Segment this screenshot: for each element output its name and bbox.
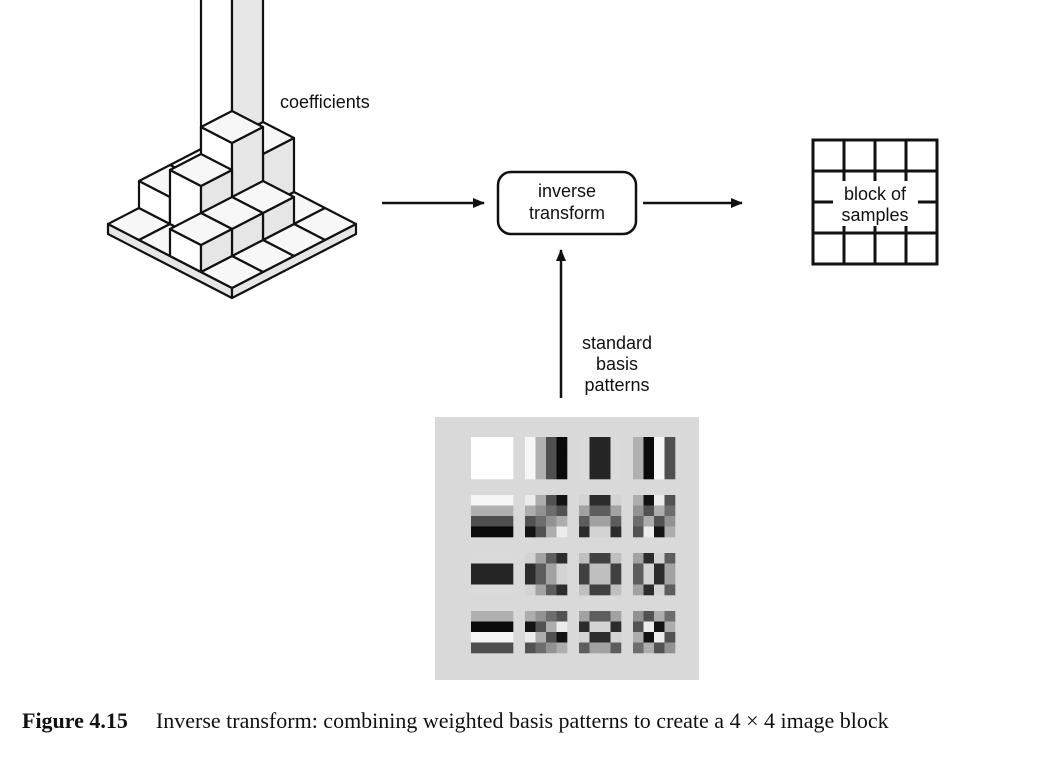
basis-pattern-3-0 [471, 611, 514, 654]
basis-pattern-0-0 [471, 437, 514, 480]
basis-pattern-0-3 [633, 437, 676, 480]
basis-pattern-1-2 [579, 495, 622, 538]
standard-basis-label-line2: basis [596, 354, 638, 374]
block-of-samples-label-line2: samples [841, 205, 908, 225]
coefficient-bar-top [168, 211, 234, 247]
basis-pattern-2-2 [579, 553, 622, 596]
block-of-samples-grid: block of samples [811, 138, 939, 266]
basis-pattern-2-0 [471, 553, 514, 596]
standard-basis-label-line1: standard [582, 333, 652, 353]
inverse-transform-label-line1: inverse [538, 181, 596, 201]
block-of-samples-label-line1: block of [844, 184, 907, 204]
coefficient-bar-top [199, 109, 265, 145]
basis-pattern-2-3 [633, 553, 676, 596]
basis-pattern-1-0 [471, 495, 514, 538]
figure-number: Figure 4.15 [22, 708, 128, 733]
standard-basis-label-line3: patterns [584, 375, 649, 395]
basis-pattern-0-1 [525, 437, 568, 480]
basis-patterns-grid [471, 437, 676, 654]
basis-pattern-0-2 [579, 437, 622, 480]
figure-caption-text: Inverse transform: combining weighted ba… [156, 708, 889, 733]
basis-pattern-2-1 [525, 553, 568, 596]
inverse-transform-box: inverse transform [496, 170, 638, 236]
coefficients-label: coefficients [280, 92, 370, 112]
basis-pattern-3-1 [525, 611, 568, 654]
basis-pattern-3-2 [579, 611, 622, 654]
basis-pattern-3-3 [633, 611, 676, 654]
inverse-transform-label-line2: transform [529, 203, 605, 223]
figure-caption: Figure 4.15 Inverse transform: combining… [22, 708, 889, 733]
basis-pattern-1-1 [525, 495, 568, 538]
coefficient-bar-top [168, 152, 234, 188]
basis-pattern-1-3 [633, 495, 676, 538]
coefficient-bar-plot [106, 0, 358, 300]
